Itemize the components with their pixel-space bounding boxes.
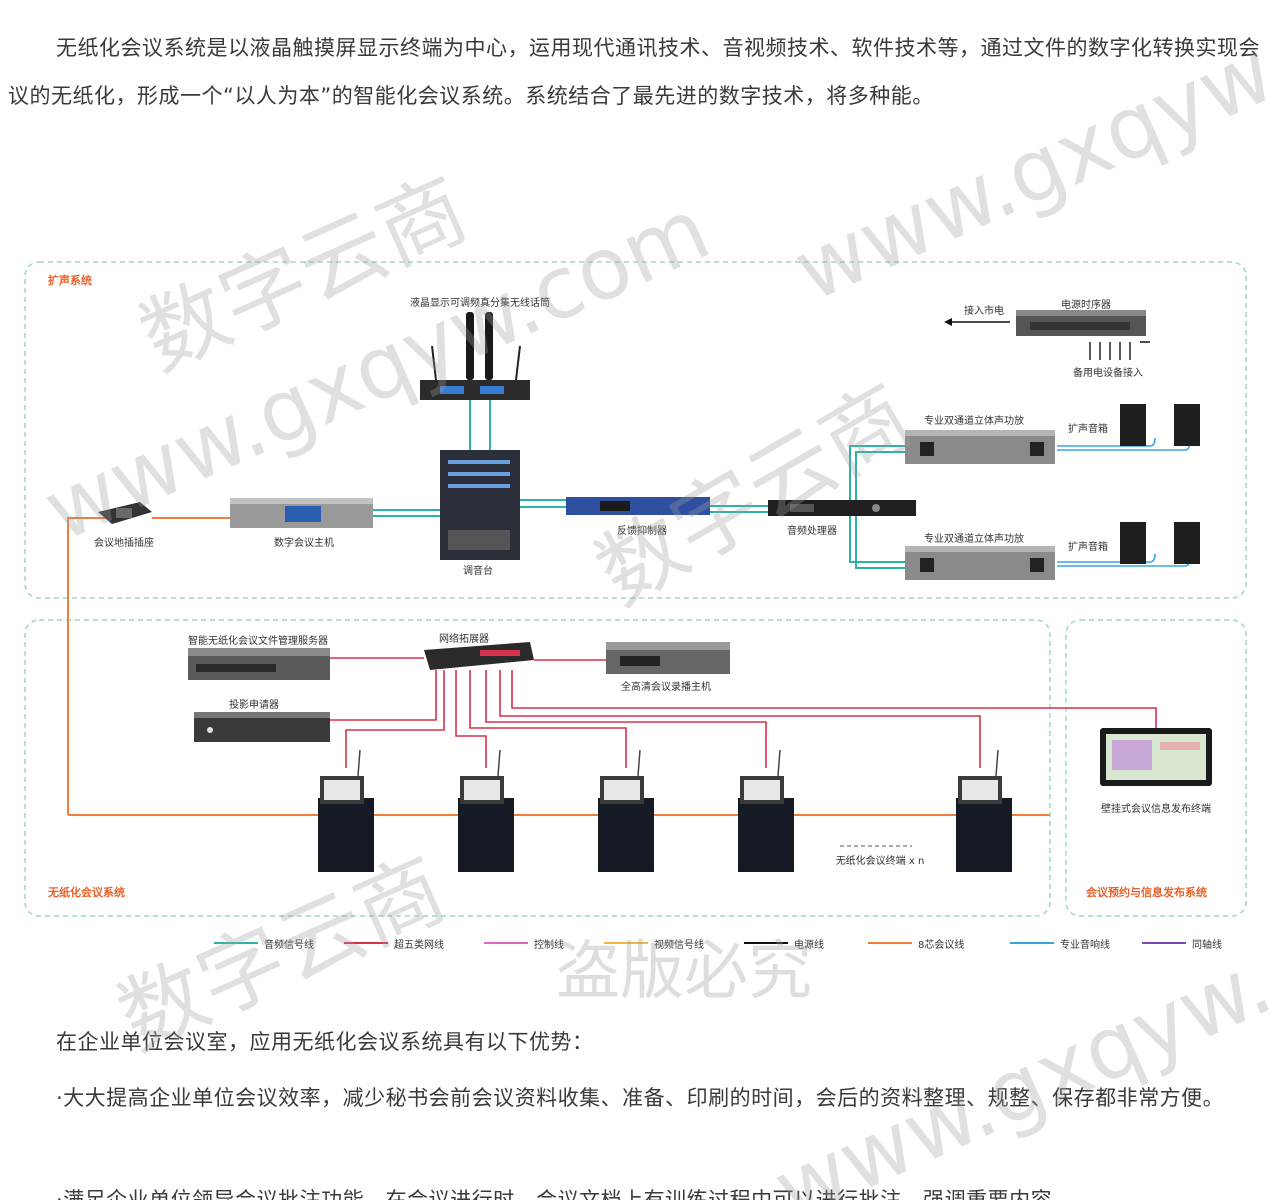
legend-item: 视频信号线 (604, 936, 704, 951)
legend-swatch (214, 942, 258, 944)
label-speaker2: 扩声音箱 (1068, 542, 1108, 553)
legend-item: 控制线 (484, 936, 564, 951)
intro-paragraph: 无纸化会议系统是以液晶触摸屏显示终端为中心，运用现代通讯技术、音视频技术、软件技… (8, 24, 1263, 120)
projector-device (194, 712, 330, 742)
processor-device (768, 500, 916, 516)
speaker-icon (1174, 522, 1200, 564)
label-processor: 音频处理器 (787, 526, 837, 537)
label-wireless-mic: 液晶显示可调频真分集无线话筒 (410, 298, 550, 309)
label-file-server: 智能无纸化会议文件管理服务器 (188, 636, 328, 647)
section-box-paperless (24, 619, 1051, 917)
label-backup-power: 备用电设备接入 (1073, 368, 1143, 379)
net-line-t3 (469, 670, 627, 768)
label-power-sequencer: 电源时序器 (1061, 300, 1111, 311)
label-mixer: 调音台 (463, 566, 493, 577)
legend-item: 8芯会议线 (868, 936, 964, 951)
terminal-device (318, 749, 374, 872)
audio-line-feedback-proc (710, 505, 768, 513)
floor-socket-device (98, 502, 152, 524)
net-line-projector (330, 670, 437, 721)
system-diagram: 扩声系统 无纸化会议系统 会议预约与信息发布系统 液晶显示可调频真分集无线话筒 … (0, 250, 1269, 970)
amp1-device (905, 430, 1055, 464)
legend-item: 音频信号线 (214, 936, 314, 951)
feedback-device (566, 497, 710, 515)
advantage-item-2-text: ·满足企业单位领导会议批注功能，在会议进行时，会议文档上有训练过程中可以进行批注… (56, 1188, 1053, 1200)
terminal-device (956, 749, 1012, 872)
conf-line (67, 517, 230, 815)
legend-swatch (604, 942, 648, 944)
speaker-icon (1174, 404, 1200, 446)
wireless-mic-device (420, 312, 530, 400)
recorder-device (606, 642, 730, 674)
wall-terminal-device (1100, 728, 1212, 786)
backup-power-lines (1089, 341, 1150, 360)
speaker-icon (1120, 522, 1146, 564)
conf-host-device (230, 498, 373, 528)
mixer-device (440, 450, 520, 560)
legend-swatch (1010, 942, 1054, 944)
label-amp2: 专业双通道立体声功放 (924, 534, 1024, 545)
net-line-t1 (345, 670, 445, 768)
legend-swatch (484, 942, 528, 944)
power-sequencer-device (1016, 310, 1146, 336)
net-line-wall (511, 670, 1157, 728)
label-mains-in: 接入市电 (964, 306, 1004, 317)
label-amp1: 专业双通道立体声功放 (924, 416, 1024, 427)
section-box-sound (24, 261, 1247, 599)
amp2-device (905, 546, 1055, 580)
advantage-item-1: ·大大提高企业单位会议效率，减少秘书会前会议资料收集、准备、印刷的时间，会后的资… (8, 1074, 1263, 1122)
terminal-device (458, 749, 514, 872)
diagram-canvas (24, 261, 1247, 917)
net-line-t4 (485, 670, 767, 768)
advantage-item-1-text: ·大大提高企业单位会议效率，减少秘书会前会议资料收集、准备、印刷的时间，会后的资… (56, 1086, 1225, 1110)
audio-line-mixer-feedback (520, 499, 566, 508)
label-conf-host: 数字会议主机 (274, 538, 334, 549)
intro-text: 无纸化会议系统是以液晶触摸屏显示终端为中心，运用现代通讯技术、音视频技术、软件技… (8, 36, 1260, 108)
advantages-title: 在企业单位会议室，应用无纸化会议系统具有以下优势： (8, 1018, 1263, 1066)
legend-item: 专业音响线 (1010, 936, 1110, 951)
speaker-icon (1120, 404, 1146, 446)
switch-device (424, 642, 534, 670)
legend-item: 超五类网线 (344, 936, 444, 951)
section-title-paperless: 无纸化会议系统 (48, 886, 125, 899)
label-projector: 投影申请器 (229, 700, 279, 711)
label-wall-terminal: 壁挂式会议信息发布终端 (1101, 804, 1211, 815)
legend-swatch (1142, 942, 1186, 944)
label-terminal-n: 无纸化会议终端 x n (835, 856, 925, 867)
audio-line-proc-amp2 (849, 506, 905, 569)
label-switch: 网络拓展器 (439, 634, 489, 645)
label-feedback: 反馈抑制器 (617, 526, 667, 537)
audio-line-mic-mixer (469, 400, 491, 450)
section-title-booking: 会议预约与信息发布系统 (1086, 886, 1207, 899)
label-speaker1: 扩声音箱 (1068, 424, 1108, 435)
net-line-t2 (455, 670, 487, 768)
terminal-device (598, 749, 654, 872)
legend-swatch (744, 942, 788, 944)
advantage-item-2: ·满足企业单位领导会议批注功能，在会议进行时，会议文档上有训练过程中可以进行批注… (8, 1176, 1263, 1200)
net-line-t5 (499, 670, 981, 768)
legend-item: 同轴线 (1142, 936, 1222, 951)
legend-item: 电源线 (744, 936, 824, 951)
legend-swatch (868, 942, 912, 944)
advantages-title-text: 在企业单位会议室，应用无纸化会议系统具有以下优势： (56, 1030, 594, 1054)
terminal-device (738, 749, 794, 872)
section-box-booking (1065, 619, 1247, 917)
mains-arrow (944, 318, 952, 326)
label-recorder: 全高清会议录播主机 (621, 682, 711, 693)
audio-line-host-mixer (373, 509, 440, 517)
section-title-sound: 扩声系统 (48, 274, 92, 287)
file-server-device (188, 648, 330, 680)
legend-swatch (344, 942, 388, 944)
label-floor-socket: 会议地插插座 (94, 538, 154, 549)
